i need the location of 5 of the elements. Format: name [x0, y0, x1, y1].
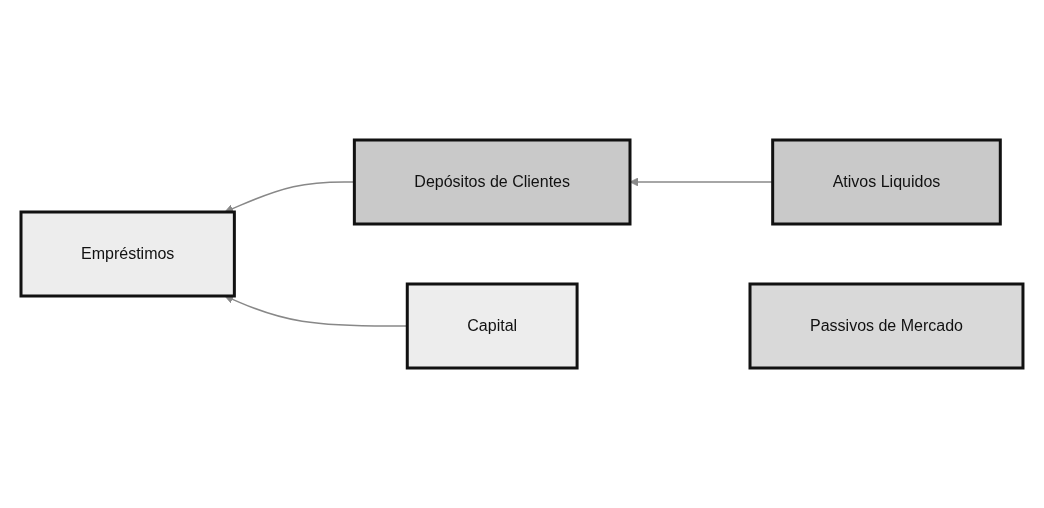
- node-box: Passivos de Mercado: [748, 282, 1025, 370]
- node-box: Depósitos de Clientes: [352, 138, 632, 226]
- node-box: Capital: [405, 282, 579, 370]
- node-box: Ativos Liquidos: [771, 138, 1002, 226]
- node-box: Empréstimos: [19, 210, 236, 298]
